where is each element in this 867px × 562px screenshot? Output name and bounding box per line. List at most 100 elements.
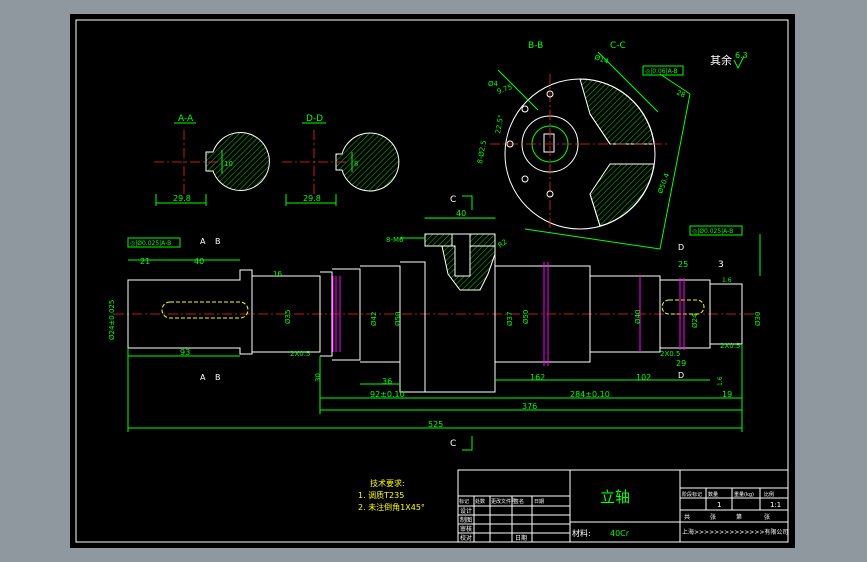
keyway-right bbox=[661, 299, 705, 315]
dim-29: 29 bbox=[676, 359, 686, 368]
hub-pocket bbox=[424, 233, 453, 247]
svg-text:共: 共 bbox=[684, 513, 690, 521]
marker-b-top: B bbox=[215, 237, 221, 246]
marker-c-bottom: C bbox=[450, 439, 456, 449]
title-count: 1 bbox=[717, 501, 721, 509]
svg-text:审核: 审核 bbox=[460, 525, 472, 533]
svg-text:◎|0.06|A-B: ◎|0.06|A-B bbox=[645, 68, 678, 75]
marker-d-top: D bbox=[678, 243, 684, 252]
svg-text:比例: 比例 bbox=[764, 491, 774, 498]
dim-525: 525 bbox=[428, 420, 443, 429]
marker-c-top: C bbox=[450, 195, 456, 205]
label-aa: A-A bbox=[178, 114, 194, 124]
dim-40: 40 bbox=[194, 257, 204, 266]
dim-37: Ø37 bbox=[506, 312, 514, 326]
roughness-value: 6.3 bbox=[735, 51, 748, 60]
dim-1-6: 1.6 bbox=[722, 277, 732, 284]
dim-35: Ø35 bbox=[284, 310, 292, 324]
svg-text:处数: 处数 bbox=[475, 498, 485, 505]
svg-text:数量: 数量 bbox=[708, 491, 718, 498]
label-bb: B-B bbox=[528, 41, 543, 51]
dim-36: 36 bbox=[382, 377, 392, 386]
marker-a-bottom: A bbox=[200, 373, 206, 382]
dim-376: 376 bbox=[522, 402, 537, 411]
marker-d-bottom: D bbox=[678, 371, 684, 380]
title-part-name: 立轴 bbox=[600, 488, 630, 506]
svg-text:签名: 签名 bbox=[514, 498, 524, 505]
svg-text:校对: 校对 bbox=[460, 534, 472, 542]
title-block: 立轴 材料: 40Cr 上海>>>>>>>>>>>>>>有限公司 标记 处数 更… bbox=[457, 469, 789, 543]
dim-24r: Ø24 bbox=[691, 313, 699, 328]
dim-162: 162 bbox=[530, 373, 545, 382]
dim-50b: Ø50 bbox=[522, 310, 530, 324]
dim-3: 3 bbox=[718, 260, 724, 270]
technical-notes: 技术要求: 1. 调质T235 2. 未注倒角1X45° bbox=[358, 478, 425, 512]
notes-title: 技术要求: bbox=[370, 478, 405, 488]
dim-92: 92±0.10 bbox=[370, 390, 405, 399]
notes-line2: 2. 未注倒角1X45° bbox=[358, 502, 425, 512]
svg-text:设计: 设计 bbox=[460, 507, 472, 515]
dim-50a: Ø50 bbox=[394, 312, 402, 326]
sheet-frame bbox=[75, 19, 789, 543]
svg-text:重量(kg): 重量(kg) bbox=[734, 491, 754, 498]
drawing-sheet[interactable]: A-A 29.8 10 D-D bbox=[70, 14, 795, 548]
svg-text:制图: 制图 bbox=[460, 516, 472, 524]
dim-left-dia: Ø24±0.025 bbox=[108, 300, 116, 340]
dim-bb-angle1: 9.75 bbox=[496, 83, 513, 96]
dim-top-40: 40 bbox=[456, 209, 466, 218]
section-bb-cc: B-B C-C Ø4 9.75 22.5° 8-Ø bbox=[476, 41, 691, 250]
dim-cc-d1: Ø14 bbox=[593, 53, 610, 66]
dim-aa-key: 10 bbox=[224, 160, 233, 168]
dim-25: 25 bbox=[678, 260, 688, 269]
roughness-label: 其余 bbox=[710, 53, 732, 67]
svg-text:◎|Ø0.025|A-B: ◎|Ø0.025|A-B bbox=[130, 240, 171, 247]
dim-dd-width: 29.8 bbox=[303, 194, 321, 203]
dim-aa-width: 29.8 bbox=[173, 194, 191, 203]
dim-top-r: R2 bbox=[497, 238, 509, 250]
label-cc: C-C bbox=[610, 41, 626, 51]
keyway-left bbox=[161, 301, 249, 319]
dim-1-6l: 1.6 bbox=[717, 376, 724, 386]
section-dd-shape bbox=[335, 132, 400, 192]
tolerance-frame-left: ◎|Ø0.025|A-B bbox=[127, 237, 181, 248]
svg-text:◎|Ø0.025|A-B: ◎|Ø0.025|A-B bbox=[692, 228, 733, 235]
label-dd: D-D bbox=[306, 114, 323, 124]
title-company: 上海>>>>>>>>>>>>>>有限公司 bbox=[682, 528, 788, 536]
svg-text:张: 张 bbox=[710, 513, 716, 521]
title-material-label: 材料: bbox=[572, 528, 591, 538]
shaft-main-view: C C A B A B D D ◎|Ø0.025|A-B ◎|Ø0.025|A-… bbox=[108, 195, 762, 451]
dim-cc-r: Ø50.4 bbox=[656, 172, 671, 195]
dim-40b: Ø40 bbox=[634, 310, 642, 324]
dim-93: 93 bbox=[180, 348, 190, 357]
tolerance-frame-cc: ◎|0.06|A-B bbox=[642, 65, 684, 76]
dim-30l: 30 bbox=[314, 373, 322, 382]
marker-b-bottom: B bbox=[215, 373, 221, 382]
svg-text:标记: 标记 bbox=[459, 498, 469, 505]
dim-16: 16 bbox=[273, 270, 282, 278]
tolerance-frame-right: ◎|Ø0.025|A-B bbox=[689, 225, 743, 236]
dim-bb-hole: Ø4 bbox=[488, 80, 499, 88]
svg-text:第: 第 bbox=[736, 513, 742, 521]
dim-102: 102 bbox=[636, 373, 651, 382]
dim-2x05b: 2X0.5 bbox=[660, 350, 680, 358]
roughness-symbol bbox=[733, 55, 745, 70]
svg-text:日期: 日期 bbox=[534, 499, 544, 505]
thread-marks bbox=[332, 262, 685, 366]
title-scale: 1:1 bbox=[770, 501, 781, 509]
dim-284: 284±0.10 bbox=[570, 390, 610, 399]
dim-42: Ø42 bbox=[370, 312, 378, 326]
svg-text:更改文件号: 更改文件号 bbox=[491, 498, 516, 505]
dim-21: 21 bbox=[140, 257, 150, 266]
marker-a-top: A bbox=[200, 237, 206, 246]
dim-2x05c: 2X0.5 bbox=[720, 342, 740, 350]
dim-19: 19 bbox=[722, 390, 732, 399]
section-aa-shape bbox=[205, 132, 270, 191]
dim-dd-key: 8 bbox=[354, 160, 358, 168]
section-dd: D-D 29.8 8 bbox=[282, 114, 400, 206]
section-aa: A-A 29.8 10 bbox=[154, 114, 270, 206]
dim-bb-holes: 8-Ø2.5 bbox=[476, 140, 488, 165]
title-material: 40Cr bbox=[610, 529, 630, 538]
dim-2x05a: 2X0.5 bbox=[290, 350, 310, 358]
shaft-drawing: A-A 29.8 10 D-D bbox=[75, 19, 789, 543]
